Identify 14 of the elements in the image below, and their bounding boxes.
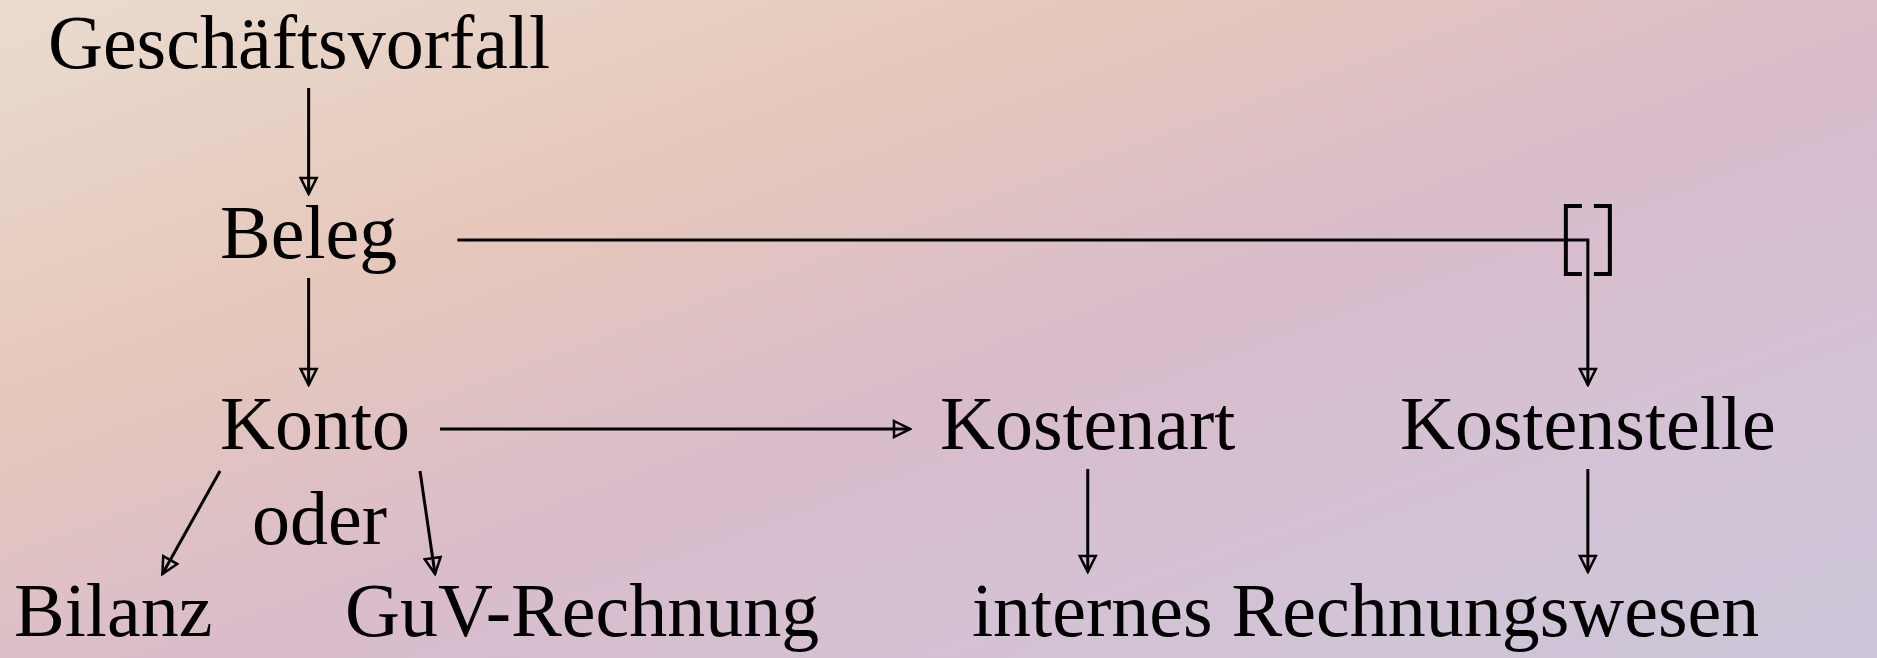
text-label: oder xyxy=(252,480,388,556)
node-label: Kostenart xyxy=(940,385,1236,461)
arrow xyxy=(1578,469,1598,574)
arrow xyxy=(299,88,318,196)
arrow xyxy=(161,470,222,576)
arrow xyxy=(299,278,318,387)
arrow xyxy=(1078,469,1097,574)
node-label: Kostenstelle xyxy=(1400,385,1776,461)
arrow xyxy=(457,238,1598,387)
arrow xyxy=(418,470,442,576)
node-label: Bilanz xyxy=(14,572,213,648)
node-label: Geschäftsvorfall xyxy=(48,4,551,80)
arrow xyxy=(440,419,912,439)
node-label: Konto xyxy=(220,385,410,461)
